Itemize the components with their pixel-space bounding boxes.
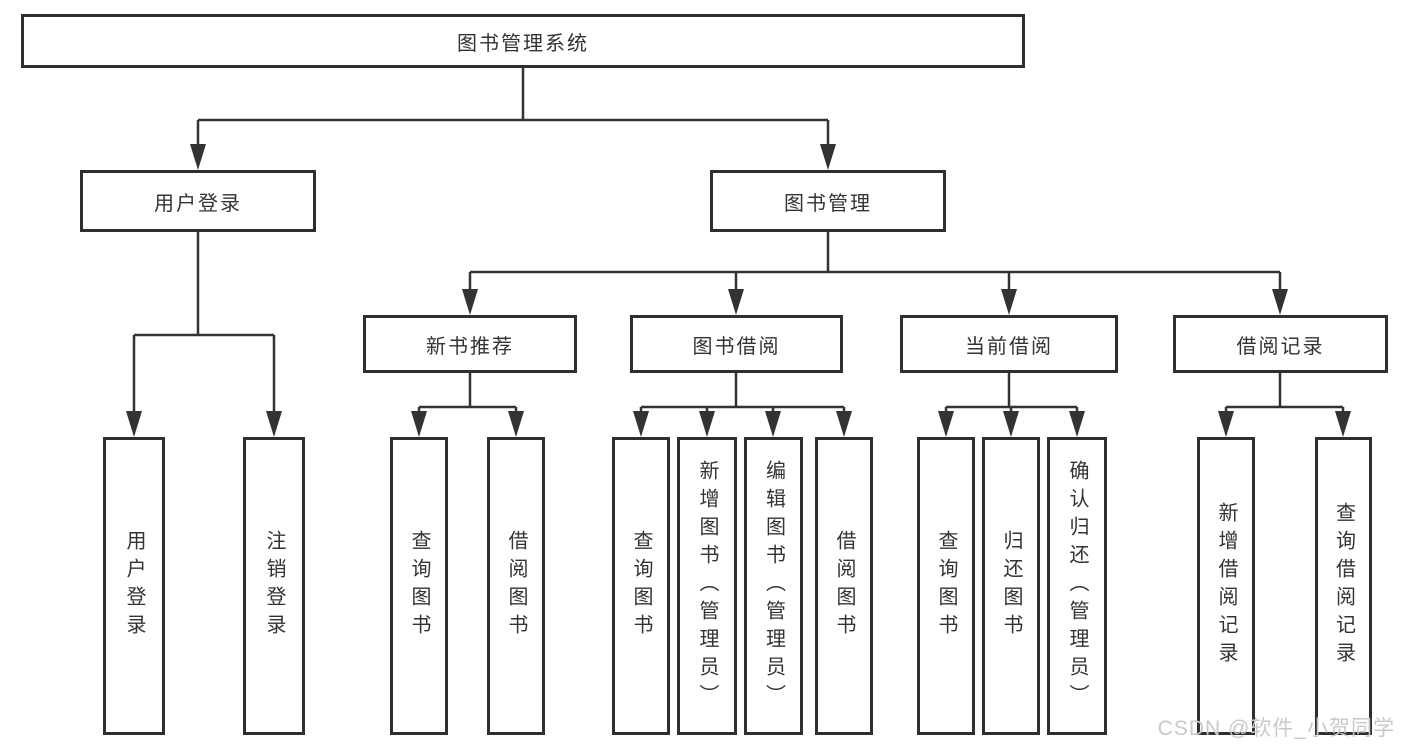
leaf-logout: 注销登录 (243, 437, 305, 735)
arrowheads (126, 144, 1351, 437)
arrow-down-icon (699, 411, 715, 437)
node-user-login: 用户登录 (80, 170, 316, 232)
arrow-down-icon (765, 411, 781, 437)
arrow-down-icon (938, 411, 954, 437)
arrow-down-icon (633, 411, 649, 437)
connector-borrow-to-leaves (639, 373, 846, 414)
arrow-down-icon (411, 411, 427, 437)
arrow-down-icon (1335, 411, 1351, 437)
arrow-down-icon (728, 289, 744, 315)
leaf-label: 查询图书 (935, 530, 957, 642)
connector-bookmgmt-to-level3 (468, 232, 1282, 292)
leaf-label: 编辑图书（管理员） (762, 460, 785, 712)
node-label: 图书借阅 (692, 335, 781, 358)
connector-current-to-leaves (944, 373, 1079, 414)
arrow-down-icon (508, 411, 524, 437)
leaf-confirm-return-admin: 确认归还（管理员） (1047, 437, 1107, 735)
csdn-watermark: CSDN @软件_小贺同学 (1157, 717, 1395, 740)
leaf-add-books-admin: 新增图书（管理员） (677, 437, 737, 735)
leaf-add-borrow-record: 新增借阅记录 (1197, 437, 1255, 735)
leaf-label: 查询图书 (630, 530, 652, 642)
node-system-root: 图书管理系统 (21, 14, 1025, 68)
leaf-label: 查询图书 (408, 530, 430, 642)
leaf-label: 归还图书 (1000, 530, 1022, 642)
leaf-label: 借阅图书 (505, 530, 527, 642)
node-current-borrowing: 当前借阅 (900, 315, 1118, 373)
node-book-management: 图书管理 (710, 170, 946, 232)
leaf-label: 新增借阅记录 (1215, 502, 1237, 670)
arrow-down-icon (1272, 289, 1288, 315)
node-book-borrowing: 图书借阅 (630, 315, 843, 373)
node-label: 用户登录 (154, 192, 242, 215)
leaf-borrow-books: 借阅图书 (815, 437, 873, 735)
leaf-label: 确认归还（管理员） (1066, 460, 1088, 712)
arrow-down-icon (462, 289, 478, 315)
arrow-down-icon (1001, 289, 1017, 315)
node-label: 图书管理 (784, 192, 872, 215)
arrow-down-icon (1003, 411, 1019, 437)
node-label: 借阅记录 (1236, 335, 1325, 358)
leaf-query-books-current: 查询图书 (917, 437, 975, 735)
arrow-down-icon (126, 411, 142, 437)
leaf-query-borrow-record: 查询借阅记录 (1315, 437, 1372, 735)
leaf-edit-books-admin: 编辑图书（管理员） (744, 437, 803, 735)
node-borrow-records: 借阅记录 (1173, 315, 1388, 373)
arrow-down-icon (1069, 411, 1085, 437)
arrow-down-icon (836, 411, 852, 437)
connector-records-to-leaves (1224, 373, 1345, 414)
leaf-query-books-newrec: 查询图书 (390, 437, 448, 735)
leaf-label: 新增图书（管理员） (696, 460, 718, 712)
leaf-label: 注销登录 (263, 530, 285, 642)
node-label: 图书管理系统 (457, 32, 589, 55)
leaf-label: 用户登录 (123, 530, 145, 642)
leaf-label: 查询借阅记录 (1332, 502, 1355, 670)
leaf-query-books-borrow: 查询图书 (612, 437, 670, 735)
node-label: 当前借阅 (965, 335, 1053, 358)
leaf-user-login: 用户登录 (103, 437, 165, 735)
arrow-down-icon (266, 411, 282, 437)
arrow-down-icon (820, 144, 836, 170)
leaf-return-books: 归还图书 (982, 437, 1040, 735)
arrow-down-icon (190, 144, 206, 170)
connector-newrec-to-leaves (417, 373, 518, 414)
leaf-borrow-books-newrec: 借阅图书 (487, 437, 545, 735)
node-label: 新书推荐 (426, 335, 514, 358)
node-new-book-recommend: 新书推荐 (363, 315, 577, 373)
arrow-down-icon (1218, 411, 1234, 437)
connector-userlogin-to-leaves (132, 232, 276, 414)
connector-root-to-level2 (196, 68, 830, 146)
connector-group (132, 68, 1345, 414)
leaf-label: 借阅图书 (833, 530, 855, 642)
